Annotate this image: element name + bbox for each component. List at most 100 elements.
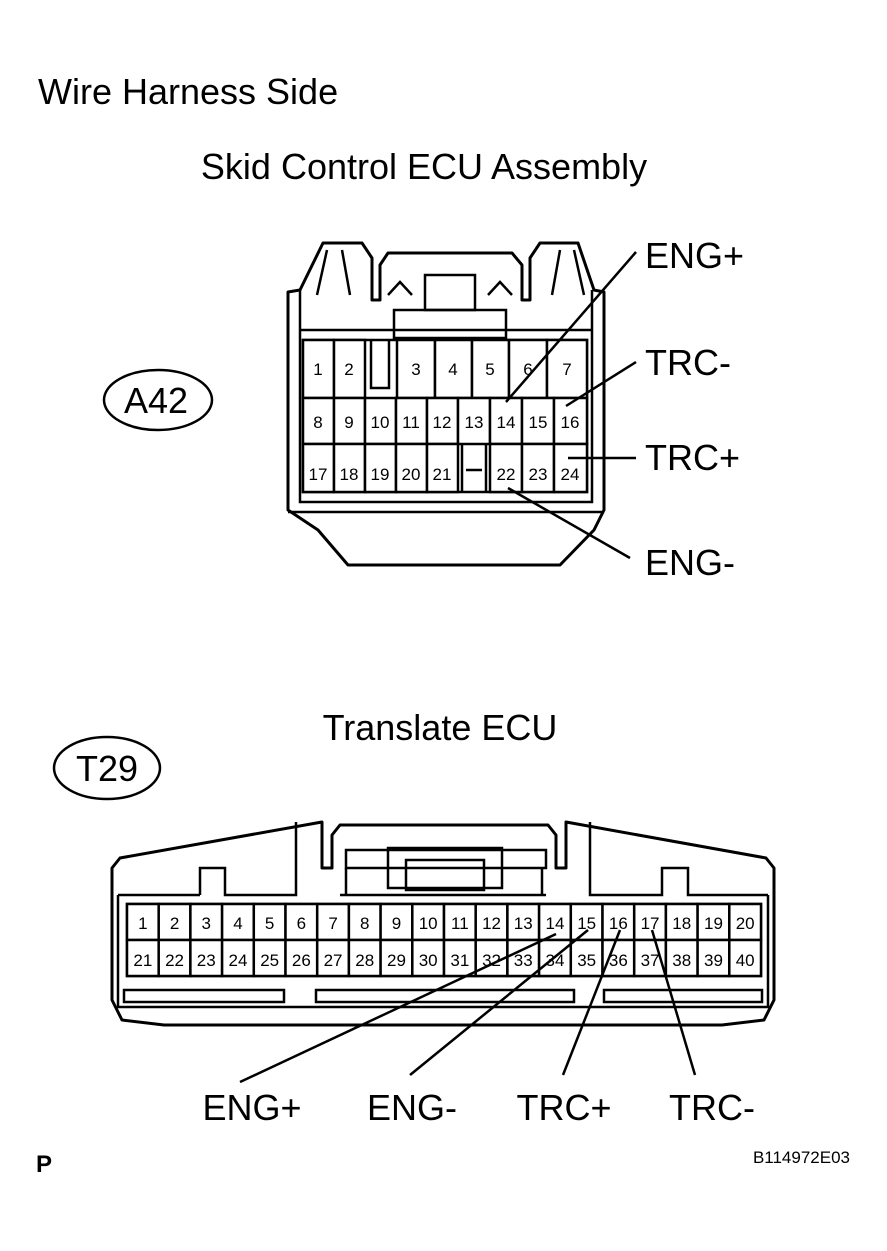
corner-letter: P bbox=[36, 1151, 52, 1178]
t29-pin-21: 21 bbox=[133, 951, 152, 970]
a42-pin-19: 19 bbox=[371, 465, 390, 484]
a42-pin-18: 18 bbox=[340, 465, 359, 484]
t29-pin-5: 5 bbox=[265, 914, 274, 933]
a42-pin-row-1: 1 2 3 4 5 6 7 bbox=[301, 338, 589, 400]
t29-pin-cell bbox=[252, 902, 287, 942]
t29-pin-cell bbox=[347, 938, 382, 978]
t29-pin-19: 19 bbox=[704, 914, 723, 933]
a42-pin-4: 4 bbox=[448, 360, 457, 379]
a42-label-eng-minus: ENG- bbox=[645, 542, 735, 583]
t29-pin-31: 31 bbox=[450, 951, 469, 970]
t29-pin-cell bbox=[157, 938, 192, 978]
a42-pin-8: 8 bbox=[313, 413, 322, 432]
t29-pin-cell bbox=[252, 938, 287, 978]
t29-pin-cell bbox=[728, 938, 763, 978]
t29-pin-33: 33 bbox=[514, 951, 533, 970]
t29-pin-20: 20 bbox=[736, 914, 755, 933]
a42-label-eng-plus: ENG+ bbox=[645, 235, 744, 276]
a42-pin-16: 16 bbox=[561, 413, 580, 432]
t29-label-eng-plus: ENG+ bbox=[202, 1087, 301, 1128]
t29-pin-8: 8 bbox=[360, 914, 369, 933]
t29-pin-cell bbox=[284, 938, 319, 978]
t29-pin-12: 12 bbox=[482, 914, 501, 933]
t29-label-trc-plus: TRC+ bbox=[516, 1087, 611, 1128]
t29-pin-cell bbox=[157, 902, 192, 942]
a42-pin-6: 6 bbox=[523, 360, 532, 379]
t29-pin-cell bbox=[189, 938, 224, 978]
a42-label-trc-minus: TRC- bbox=[645, 342, 731, 383]
t29-pin-40: 40 bbox=[736, 951, 755, 970]
t29-label-trc-minus: TRC- bbox=[669, 1087, 755, 1128]
t29-pin-1: 1 bbox=[138, 914, 147, 933]
t29-label-eng-minus: ENG- bbox=[367, 1087, 457, 1128]
t29-pin-39: 39 bbox=[704, 951, 723, 970]
a42-pin-2: 2 bbox=[344, 360, 353, 379]
a42-code-label: A42 bbox=[124, 380, 188, 421]
t29-pin-23: 23 bbox=[197, 951, 216, 970]
a42-label-trc-plus: TRC+ bbox=[645, 437, 740, 478]
a42-pin-12: 12 bbox=[433, 413, 452, 432]
t29-pin-29: 29 bbox=[387, 951, 406, 970]
a42-pin-13: 13 bbox=[465, 413, 484, 432]
t29-code-label: T29 bbox=[76, 748, 138, 789]
a42-pin-14: 14 bbox=[497, 413, 516, 432]
t29-pin-cell bbox=[411, 938, 446, 978]
t29-pin-17: 17 bbox=[641, 914, 660, 933]
a42-pin-7: 7 bbox=[562, 360, 571, 379]
t29-pin-34: 34 bbox=[545, 951, 564, 970]
a42-pin-22: 22 bbox=[497, 465, 516, 484]
t29-pin-cell bbox=[189, 902, 224, 942]
t29-pin-38: 38 bbox=[672, 951, 691, 970]
a42-pin-1: 1 bbox=[313, 360, 322, 379]
t29-pin-10: 10 bbox=[419, 914, 438, 933]
a42-code-bubble: A42 bbox=[102, 368, 214, 432]
t29-pin-18: 18 bbox=[672, 914, 691, 933]
skid-control-ecu-title: Skid Control ECU Assembly bbox=[201, 146, 647, 187]
a42-pin-20: 20 bbox=[402, 465, 421, 484]
a42-pin-row-2: 8 9 10 11 12 13 14 15 16 bbox=[301, 396, 589, 446]
figure-id: B114972E03 bbox=[753, 1148, 850, 1167]
t29-pin-6: 6 bbox=[297, 914, 306, 933]
t29-pin-16: 16 bbox=[609, 914, 628, 933]
t29-pin-27: 27 bbox=[324, 951, 343, 970]
t29-pin-26: 26 bbox=[292, 951, 311, 970]
t29-pin-4: 4 bbox=[233, 914, 242, 933]
translate-ecu-title: Translate ECU bbox=[323, 707, 558, 748]
a42-pin-3: 3 bbox=[411, 360, 420, 379]
a42-pin-21: 21 bbox=[433, 465, 452, 484]
t29-code-bubble: T29 bbox=[52, 735, 162, 801]
t29-pin-cell bbox=[125, 902, 160, 942]
t29-pin-11: 11 bbox=[451, 914, 469, 933]
t29-pin-36: 36 bbox=[609, 951, 628, 970]
t29-pin-9: 9 bbox=[392, 914, 401, 933]
a42-pin-cell bbox=[332, 338, 367, 400]
t29-pin-3: 3 bbox=[202, 914, 211, 933]
t29-pin-22: 22 bbox=[165, 951, 184, 970]
a42-pin-10: 10 bbox=[371, 413, 390, 432]
t29-pin-14: 14 bbox=[545, 914, 564, 933]
a42-leader-lines bbox=[505, 251, 637, 560]
t29-pin-cell bbox=[220, 938, 256, 978]
a42-pin-23: 23 bbox=[529, 465, 548, 484]
a42-pin-cell bbox=[545, 338, 589, 400]
t29-pin-30: 30 bbox=[419, 951, 438, 970]
wire-harness-side-label: Wire Harness Side bbox=[38, 71, 338, 112]
a42-pin-15: 15 bbox=[529, 413, 548, 432]
t29-pin-15: 15 bbox=[577, 914, 596, 933]
t29-pin-28: 28 bbox=[355, 951, 374, 970]
t29-pin-13: 13 bbox=[514, 914, 533, 933]
a42-pin-row-3: 17 18 19 20 21 22 23 24 bbox=[301, 442, 589, 494]
t29-pin-24: 24 bbox=[228, 951, 247, 970]
t29-pin-2: 2 bbox=[170, 914, 179, 933]
t29-pin-25: 25 bbox=[260, 951, 279, 970]
t29-pin-37: 37 bbox=[641, 951, 660, 970]
t29-pin-cell bbox=[569, 902, 604, 942]
t29-leader-lines bbox=[239, 929, 697, 1084]
a42-pin-9: 9 bbox=[344, 413, 353, 432]
a42-pin-11: 11 bbox=[402, 413, 420, 432]
a42-pin-24: 24 bbox=[561, 465, 580, 484]
a42-pin-17: 17 bbox=[309, 465, 328, 484]
a42-pin-5: 5 bbox=[485, 360, 494, 379]
